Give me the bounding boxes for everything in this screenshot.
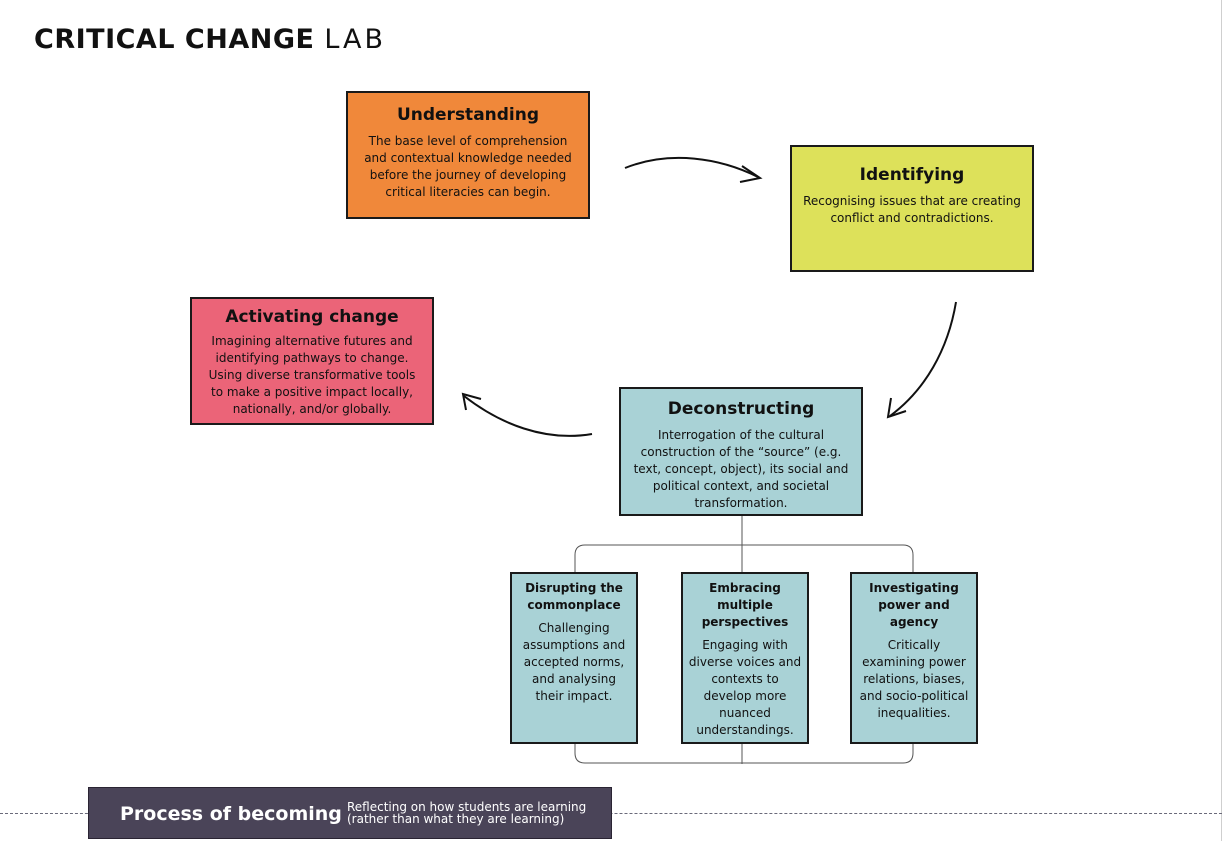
node-activating-title: Activating change — [225, 307, 399, 327]
sub-node-embracing: Embracing multiple perspectives Engaging… — [681, 572, 809, 744]
arrow-deconstructing-to-activating — [463, 395, 593, 437]
node-understanding: Understanding The base level of comprehe… — [346, 91, 590, 219]
footer-description: Reflecting on how students are learning … — [347, 800, 587, 826]
node-identifying-title: Identifying — [859, 165, 965, 185]
sub-node-text: Engaging with diverse voices and context… — [688, 638, 802, 737]
sub-node-title: Embracing multiple perspectives — [701, 581, 789, 629]
sub-node-investigating: Investigating power and agency Criticall… — [850, 572, 978, 744]
node-understanding-title: Understanding — [396, 105, 540, 125]
logo-bold-text: CRITICAL CHANGE — [34, 24, 315, 55]
sub-node-title: Investigating power and agency — [869, 581, 959, 629]
sub-node-title: Disrupting the commonplace — [525, 581, 623, 612]
arrow-identifying-to-deconstructing — [889, 301, 957, 417]
node-identifying: Identifying Recognising issues that are … — [790, 145, 1034, 272]
logo-thin-text: LAB — [324, 24, 387, 55]
node-activating-change: Activating change Imagining alternative … — [190, 297, 434, 425]
node-identifying-text: Recognising issues that are creating con… — [803, 194, 1021, 225]
connector-bottom-bracket — [574, 744, 914, 764]
arrow-understanding-to-identifying — [624, 156, 759, 178]
arrowhead-deconstructing — [886, 397, 907, 419]
sub-node-disrupting: Disrupting the commonplace Challenging a… — [510, 572, 638, 744]
node-deconstructing: Deconstructing Interrogation of the cult… — [619, 387, 863, 516]
footer-title: Process of becoming — [120, 803, 342, 825]
sub-node-text: Critically examining power relations, bi… — [859, 638, 969, 720]
arrowhead-identifying — [739, 165, 763, 183]
node-deconstructing-title: Deconstructing — [667, 399, 815, 419]
node-deconstructing-text: Interrogation of the cultural constructi… — [633, 428, 849, 510]
arrowhead-activating — [461, 392, 482, 411]
node-activating-text: Imagining alternative futures and identi… — [208, 334, 416, 416]
footer-banner: Process of becoming Reflecting on how st… — [88, 787, 612, 839]
connector-top-bracket — [574, 544, 914, 572]
sub-node-text: Challenging assumptions and accepted nor… — [522, 621, 626, 703]
node-understanding-text: The base level of comprehension and cont… — [364, 134, 572, 199]
brand-logo: CRITICAL CHANGE LAB — [34, 24, 386, 56]
